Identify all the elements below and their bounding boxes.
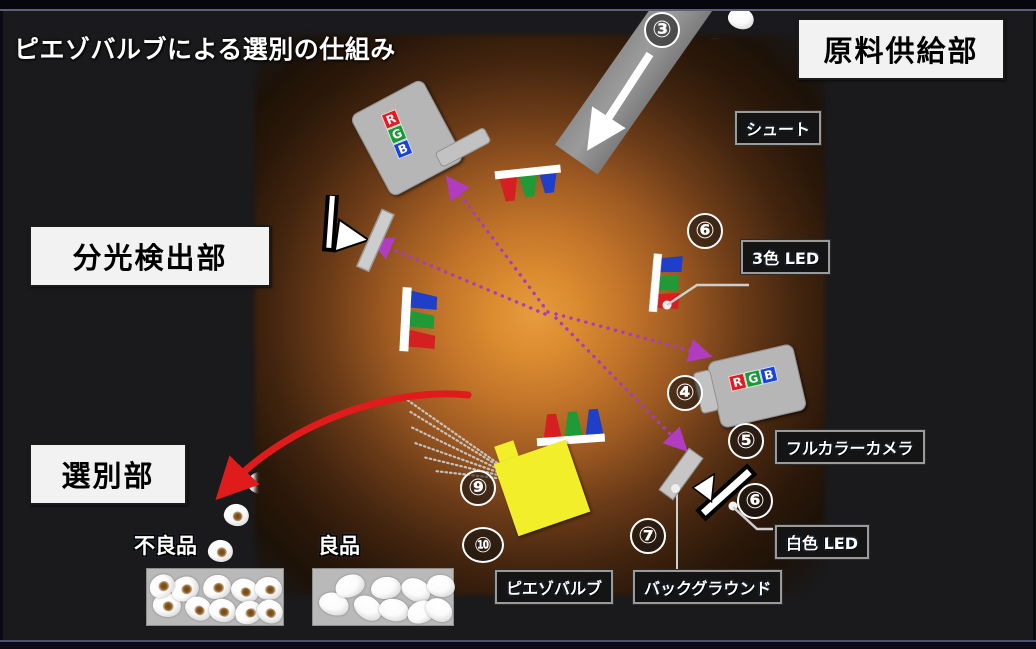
step-marker-4: ④	[667, 375, 703, 411]
rgb-badge: R G B	[380, 108, 414, 160]
accept-bin	[312, 568, 457, 628]
led3-leader-line	[662, 283, 749, 310]
step-marker-3: ③	[644, 12, 680, 48]
callout-full-color-camera: フルカラーカメラ	[775, 430, 925, 464]
step-marker-9: ⑨	[460, 470, 496, 506]
grain	[252, 595, 288, 628]
spectrum-icon-top	[494, 164, 561, 202]
step-marker-7: ⑦	[630, 518, 666, 554]
top-border	[0, 0, 1036, 11]
badge-b: B	[759, 365, 779, 385]
spectrum-icon-bottom	[536, 408, 606, 447]
grain	[376, 595, 412, 625]
bin-label-accept: 良品	[318, 534, 360, 558]
callout-background: バックグラウンド	[633, 570, 783, 604]
right-border	[1033, 0, 1036, 649]
section-label-supply: 原料供給部	[797, 18, 1005, 80]
rgb-badge: R G B	[728, 365, 779, 392]
page-title: ピエゾバルブによる選別の仕組み	[14, 35, 396, 64]
spectrum-icon-left	[399, 287, 438, 352]
grain	[253, 575, 284, 602]
reject-bin	[145, 568, 288, 628]
step-marker-5: ⑤	[728, 423, 764, 459]
rejected-path-arrow	[215, 390, 472, 501]
feed-direction-arrow	[587, 51, 654, 151]
step-marker-10: ⑩	[462, 527, 504, 563]
callout-three-color-led: 3色 LED	[741, 240, 831, 274]
grain	[201, 573, 233, 601]
callout-white-led: 白色 LED	[775, 525, 869, 559]
bin-label-reject: 不良品	[134, 534, 197, 558]
left-border	[0, 0, 3, 649]
grain	[206, 595, 239, 626]
bottom-border	[0, 640, 1036, 649]
grain	[370, 575, 402, 601]
callout-piezo-valve: ピエゾバルブ	[495, 570, 614, 604]
section-label-spectro: 分光検出部	[29, 225, 271, 287]
background-leader-line	[676, 488, 678, 572]
white-led-icon	[691, 463, 773, 531]
section-label-sorting: 選別部	[29, 443, 187, 505]
background-anchor-dot	[671, 484, 680, 493]
callout-chute: シュート	[735, 111, 822, 145]
step-marker-6a: ⑥	[687, 213, 723, 249]
spectroscopic-sensor-icon	[321, 195, 395, 273]
three-color-led-icon	[648, 253, 683, 313]
step-marker-6b: ⑥	[737, 483, 773, 519]
